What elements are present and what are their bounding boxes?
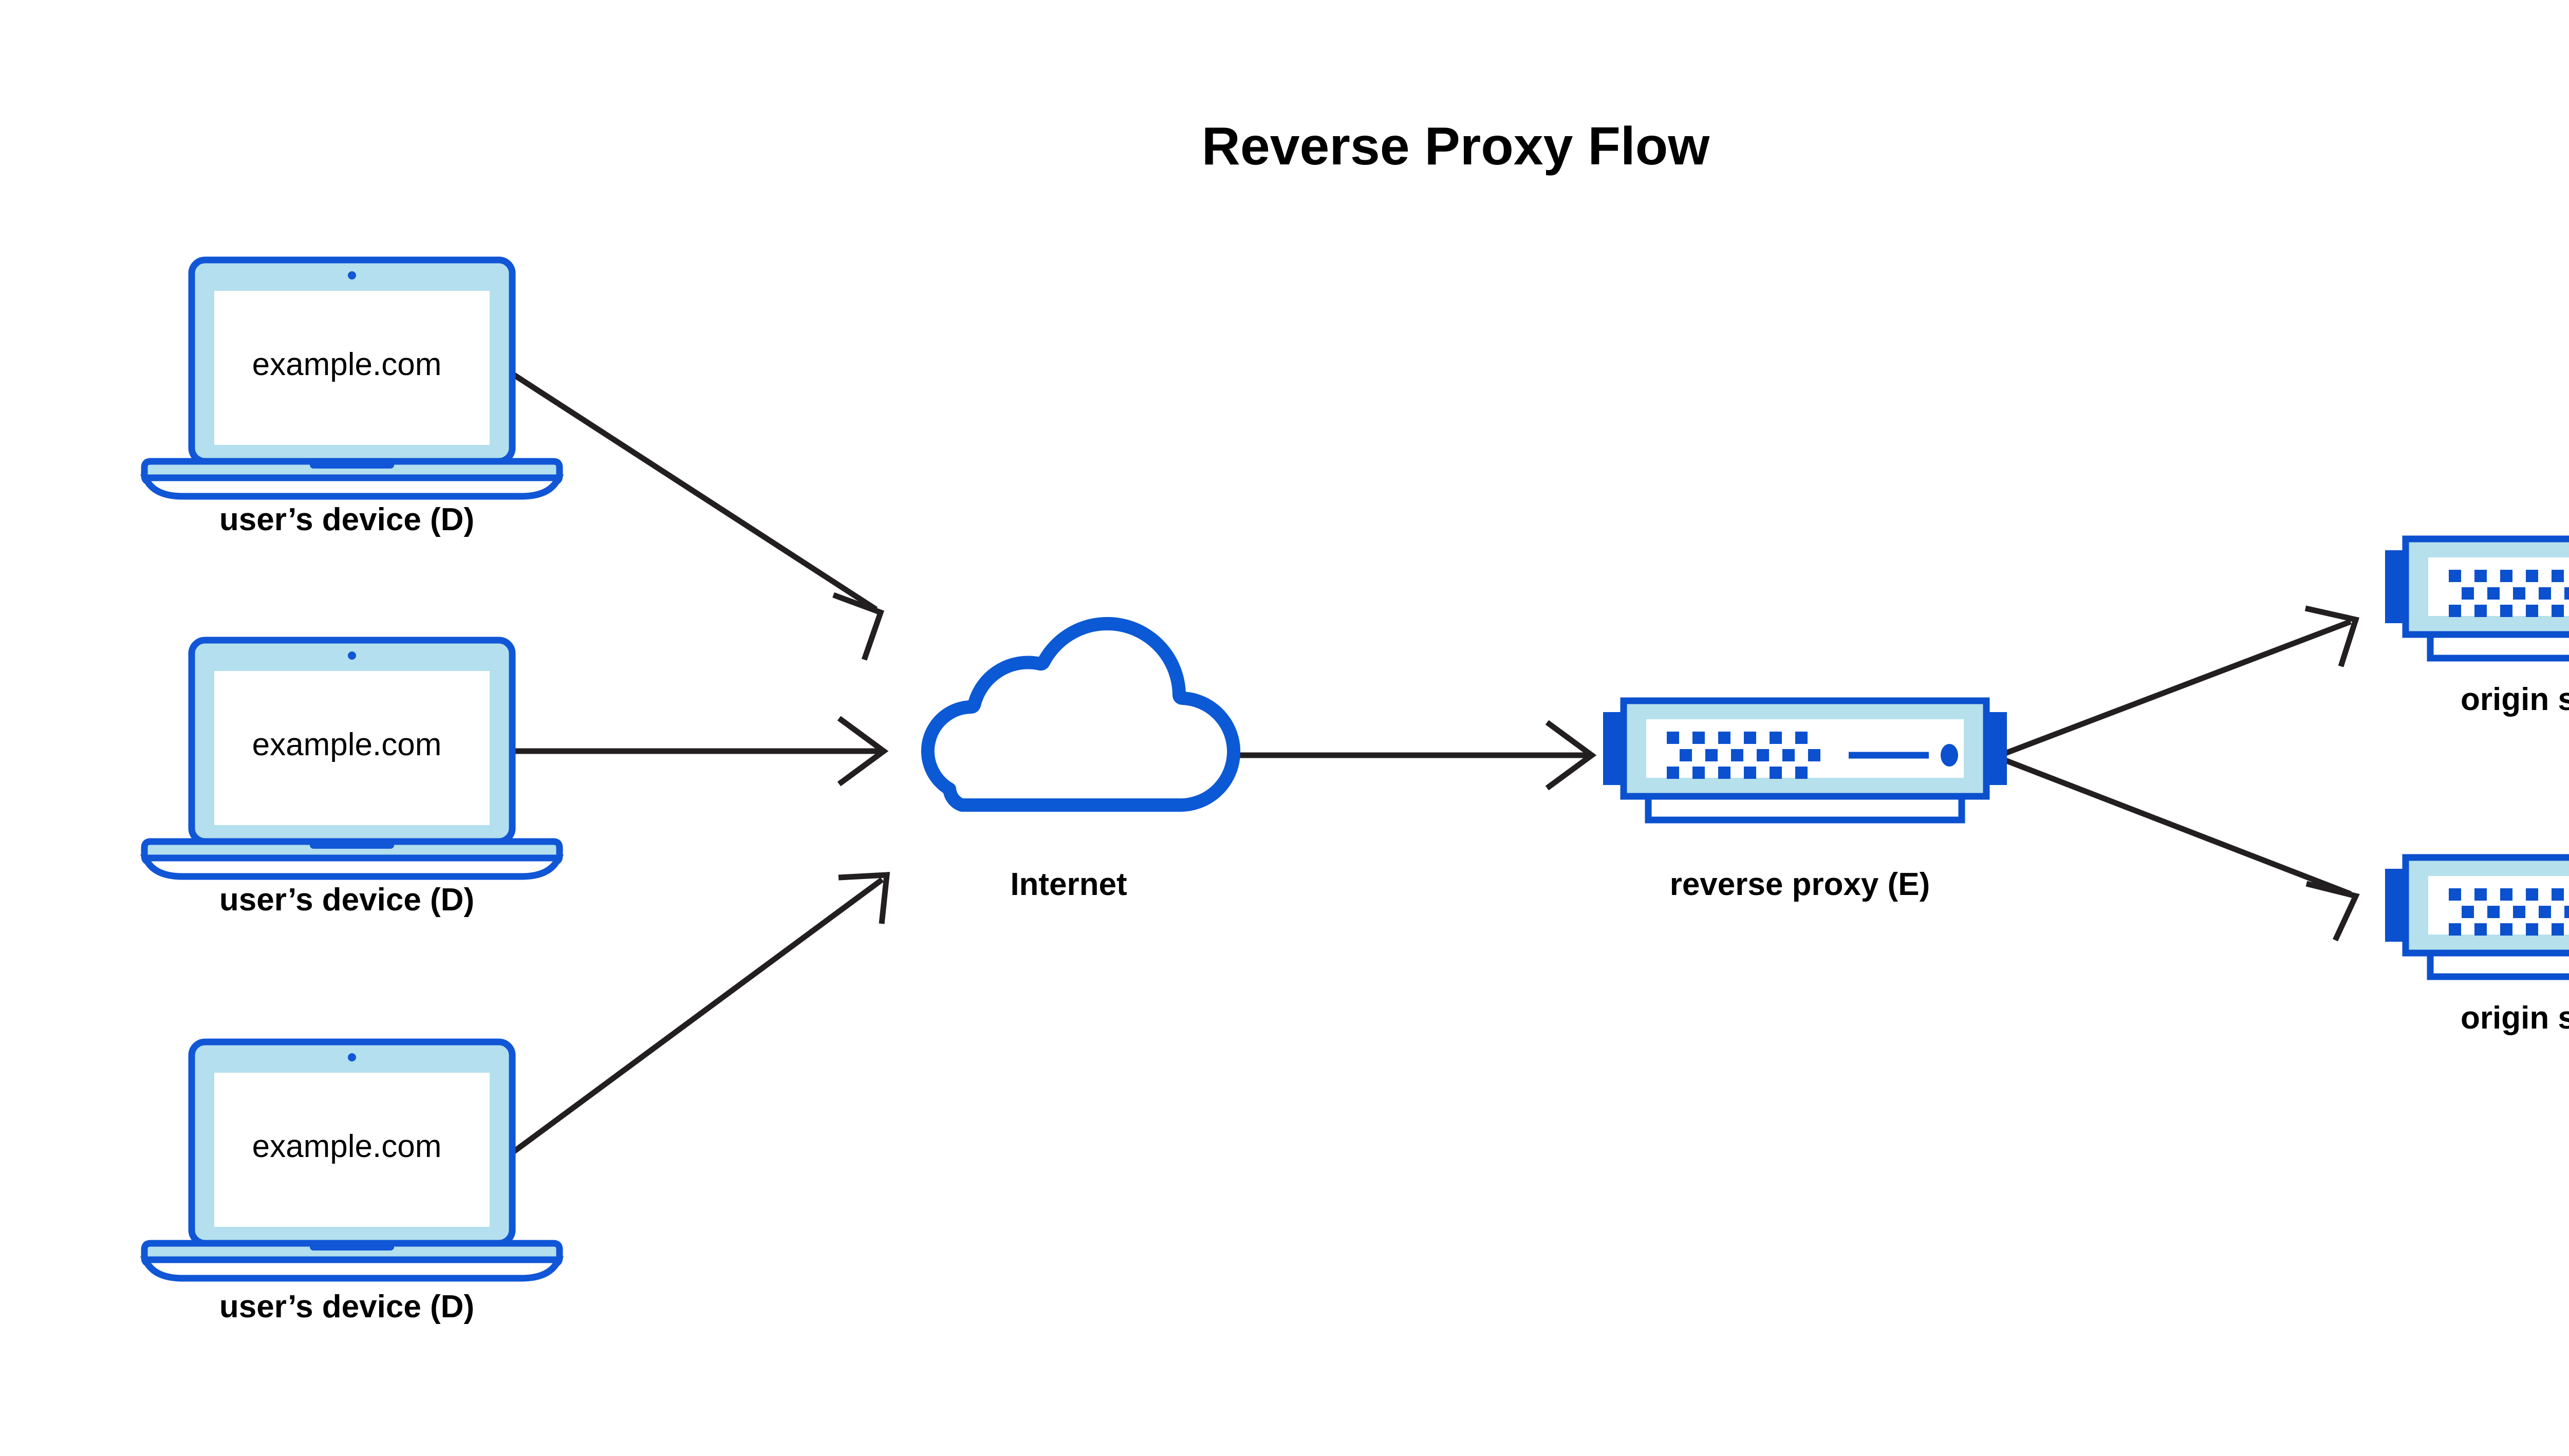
- device-label: user’s device (D): [219, 502, 474, 537]
- server-icon: [1603, 701, 2007, 820]
- edge-device-middle-to-internet: [511, 716, 889, 787]
- device-label: user’s device (D): [219, 1289, 474, 1324]
- edge-proxy-to-origin-bottom: [2002, 756, 2360, 942]
- device-screen-text: example.com: [252, 347, 442, 382]
- node-origin-top[interactable]: origin server (F): [2385, 539, 2569, 717]
- device-screen-text: example.com: [252, 727, 442, 762]
- cloud-icon: [928, 624, 1234, 805]
- node-device-top[interactable]: example.com user’s device (D): [144, 260, 560, 537]
- page-title: Reverse Proxy Flow: [1202, 117, 1710, 176]
- origin-server-label: origin server (F): [2461, 682, 2569, 717]
- edge-device-bottom-to-internet: [511, 872, 890, 1155]
- edge-internet-to-proxy: [1231, 720, 1597, 791]
- reverse-proxy-label: reverse proxy (E): [1670, 867, 1930, 902]
- origin-server-label: origin server (F): [2461, 1000, 2569, 1036]
- device-screen-text: example.com: [252, 1129, 442, 1164]
- node-device-bottom[interactable]: example.com user’s device (D): [144, 1042, 560, 1324]
- node-origin-bottom[interactable]: origin server (F): [2385, 857, 2569, 1036]
- node-device-middle[interactable]: example.com user’s device (D): [144, 640, 560, 918]
- device-label: user’s device (D): [219, 882, 474, 918]
- server-icon: [2385, 857, 2569, 977]
- internet-label: Internet: [1010, 867, 1127, 902]
- node-internet[interactable]: Internet: [928, 624, 1234, 902]
- node-reverse-proxy[interactable]: reverse proxy (E): [1603, 701, 2007, 902]
- server-icon: [2385, 539, 2569, 658]
- edge-proxy-to-origin-top: [2002, 605, 2360, 757]
- edge-device-top-to-internet: [507, 369, 884, 661]
